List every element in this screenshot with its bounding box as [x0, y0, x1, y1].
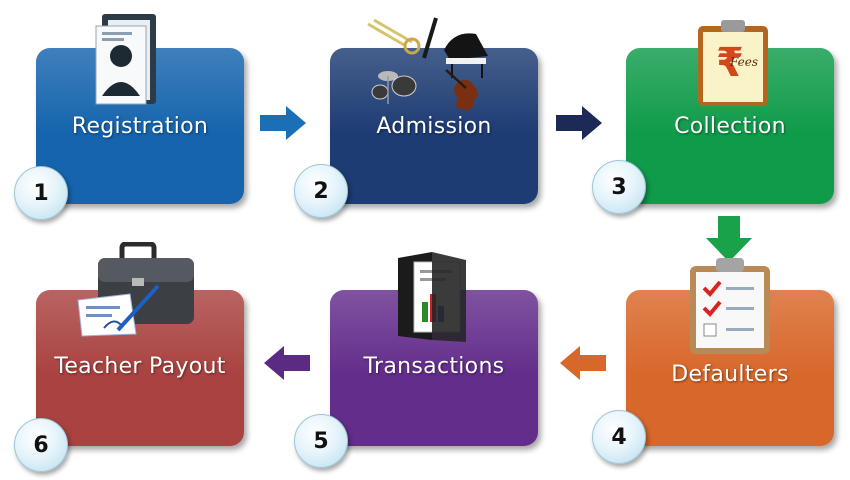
- arrow-right-icon: [556, 106, 602, 140]
- musical-instruments-icon: [367, 17, 488, 110]
- arrow-left-icon: [560, 346, 606, 380]
- step-number-badge: 4: [592, 410, 646, 464]
- rupee-symbol: ₹: [716, 40, 744, 86]
- card-highlight: [330, 48, 538, 134]
- arrow-right-icon: [260, 106, 306, 140]
- step-number-badge: 3: [592, 160, 646, 214]
- briefcase-icon: [77, 242, 194, 337]
- step-number-badge: 5: [294, 414, 348, 468]
- step-label: Teacher Payout: [54, 354, 226, 379]
- step-card-admission[interactable]: Admission: [330, 48, 538, 204]
- step-number-badge: 1: [14, 166, 68, 220]
- checklist-clipboard-icon: [690, 258, 770, 354]
- step-label: Admission: [376, 114, 492, 139]
- step-card-collection[interactable]: Collection: [626, 48, 834, 204]
- arrow-left-icon: [264, 346, 310, 380]
- step-number-badge: 6: [14, 418, 68, 472]
- step-label: Registration: [71, 114, 209, 139]
- step-label: Defaulters: [671, 362, 789, 387]
- step-number-badge: 2: [294, 164, 348, 218]
- registration-document-icon: [95, 14, 156, 105]
- step-label: Collection: [674, 114, 786, 139]
- fees-clipboard-icon: ₹ Fees: [698, 20, 768, 106]
- fees-word: Fees: [729, 55, 758, 69]
- arrow-down-icon: [706, 216, 752, 262]
- report-folder-icon: [398, 252, 466, 342]
- step-label: Transactions: [363, 354, 505, 379]
